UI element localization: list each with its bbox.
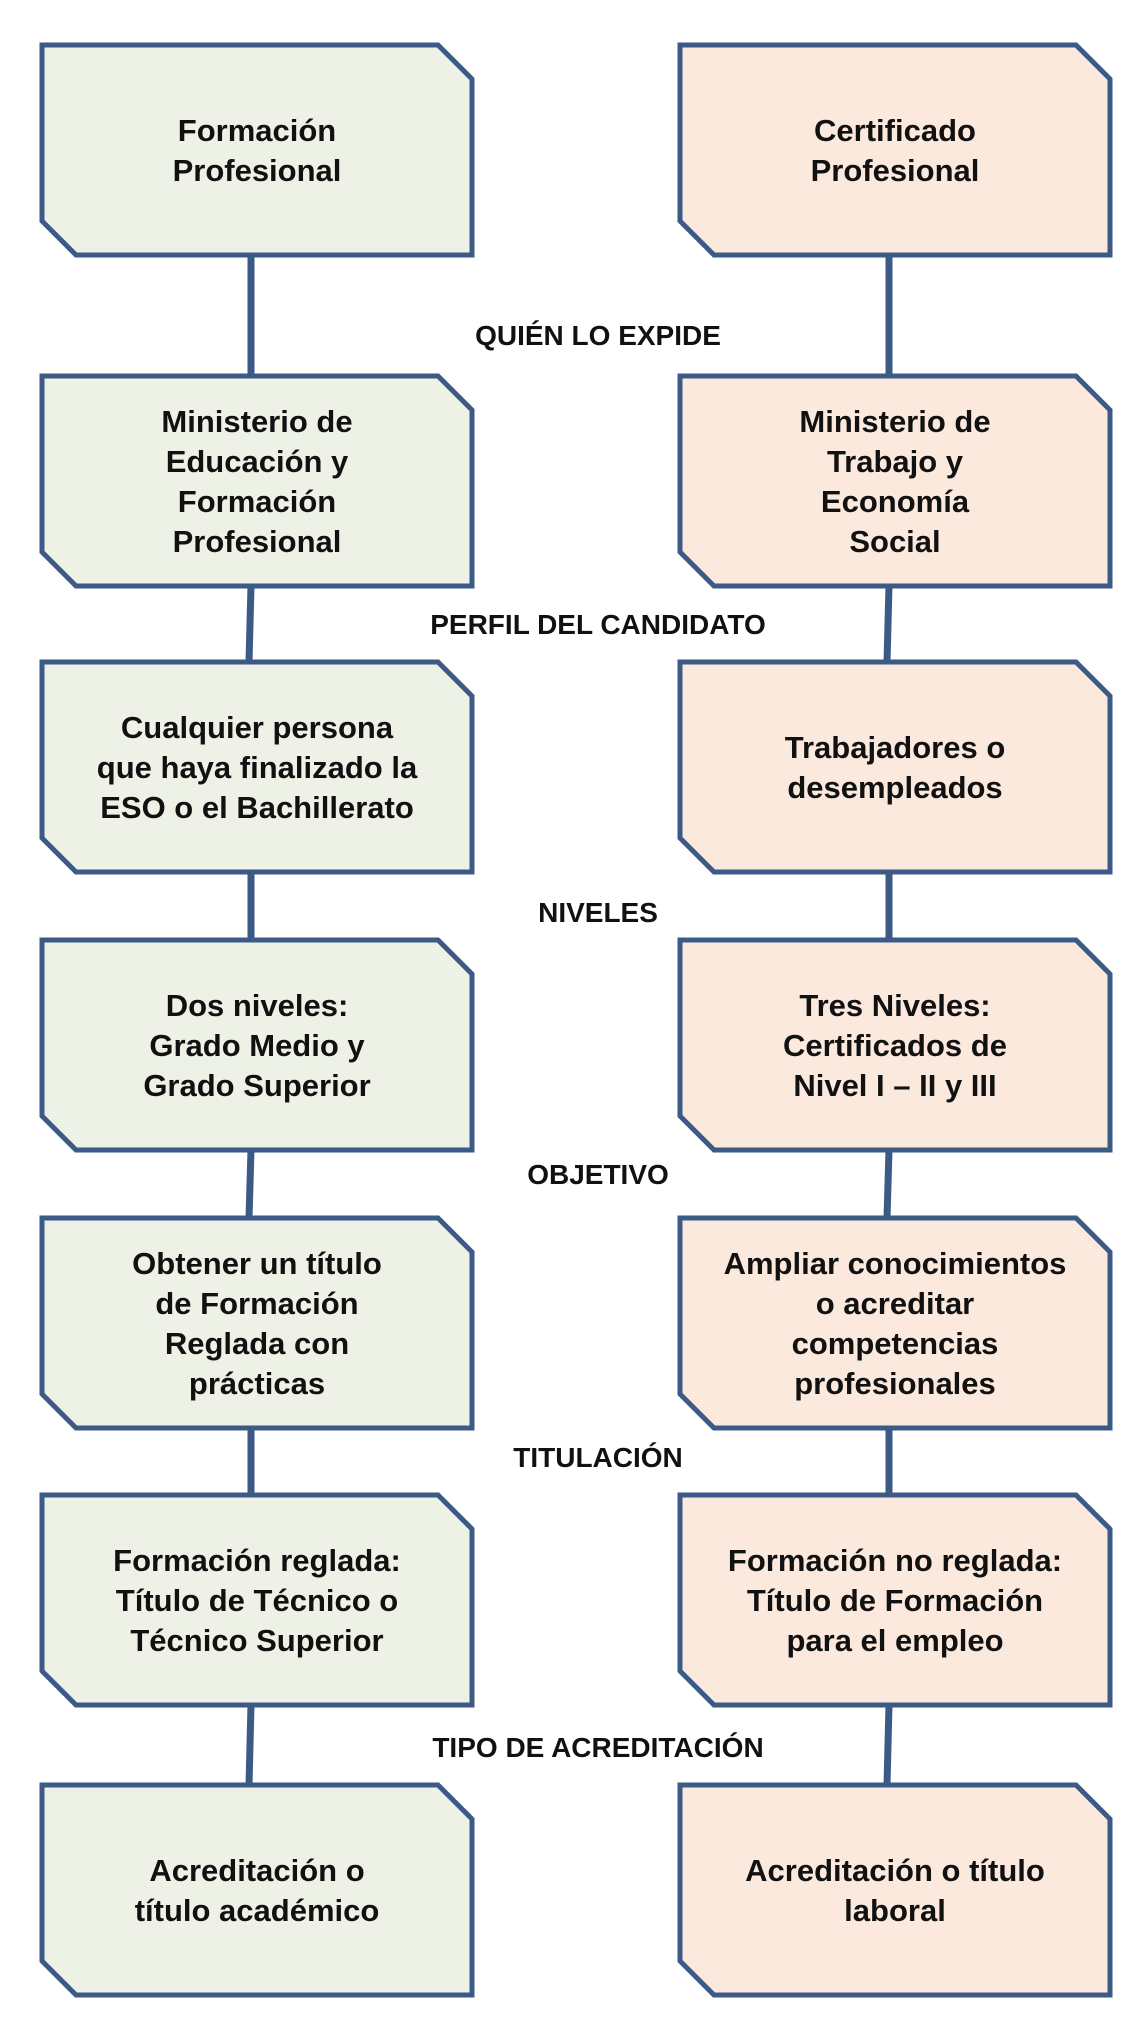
left-box-3: Cualquier persona que haya finalizado la E… — [39, 659, 475, 875]
left-box-2-line-2: Educación y — [166, 444, 349, 479]
left-box-6-line-3: Técnico Superior — [130, 1623, 383, 1658]
left-box-5-line-1: Obtener un título — [132, 1246, 382, 1281]
left-box-6: Formación reglada: Título de Técnico o Téc… — [39, 1492, 475, 1708]
left-box-3-line-3: ESO o el Bachillerato — [100, 790, 414, 825]
left-box-6-line-2: Título de Técnico o — [116, 1583, 398, 1618]
right-box-4-shape — [677, 937, 1113, 1153]
row-label-6: TIPO DE ACREDITACIÓN — [432, 1732, 763, 1763]
right-box-5-line-1: Ampliar conocimientos — [724, 1246, 1067, 1281]
right-box-5-line-3: competencias — [792, 1326, 999, 1361]
left-box-7-line-1: Acreditación o — [149, 1853, 364, 1888]
left-box-6-line-1: Formación reglada: — [113, 1543, 401, 1578]
right-box-7-line-2: laboral — [844, 1893, 946, 1928]
left-box-5-line-2: de Formación — [155, 1286, 358, 1321]
right-box-6: Formación no reglada: Título de Formación… — [677, 1492, 1113, 1708]
right-box-7-shape — [677, 1782, 1113, 1998]
left-box-4: Dos niveles: Grado Medio y Grado Superior — [39, 937, 475, 1153]
right-box-6-line-3: para el empleo — [786, 1623, 1003, 1658]
left-box-2: Ministerio de Educación y FormaciónProfesi… — [39, 373, 475, 589]
right-box-4: Tres Niveles: Certificados de Nivel I – II… — [677, 937, 1113, 1153]
left-box-2-line-3: Formación — [178, 484, 336, 519]
right-box-5-shape — [677, 1215, 1113, 1431]
right-box-4-line-1: Tres Niveles: — [799, 988, 990, 1023]
left-box-1-line-2: Profesional — [173, 153, 342, 188]
right-box-7: Acreditación o título laboral — [677, 1782, 1113, 1998]
connector-left-4 — [245, 1149, 255, 1219]
connector-left-2 — [245, 585, 255, 663]
left-box-7: Acreditación o título académico — [39, 1782, 475, 1998]
right-box-6-line-1: Formación no reglada: — [728, 1543, 1062, 1578]
connector-left-6 — [245, 1704, 255, 1786]
connector-right-2 — [883, 585, 893, 663]
right-box-2-line-2: Trabajo y — [827, 444, 964, 479]
right-box-7-line-1: Acreditación o título — [745, 1853, 1045, 1888]
right-box-5-line-4: profesionales — [794, 1366, 996, 1401]
left-box-7-line-2: título académico — [135, 1893, 380, 1928]
connector-right-4 — [883, 1149, 893, 1219]
left-box-5-line-3: Reglada con — [165, 1326, 349, 1361]
left-box-4-line-2: Grado Medio y — [149, 1028, 365, 1063]
right-box-2-shape — [677, 373, 1113, 589]
right-box-1-line-2: Profesional — [811, 153, 980, 188]
right-box-5: Ampliar conocimientos o acreditar competen… — [677, 1215, 1113, 1431]
left-box-5-shape — [39, 1215, 475, 1431]
right-box-3: Trabajadores o desempleados — [677, 659, 1113, 875]
row-label-5: TITULACIÓN — [513, 1442, 683, 1473]
right-box-3-line-1: Trabajadores o — [785, 730, 1006, 765]
right-box-4-line-3: Nivel I – II y III — [793, 1068, 996, 1103]
right-box-4-line-2: Certificados de — [783, 1028, 1007, 1063]
left-box-3-shape — [39, 659, 475, 875]
left-box-4-line-3: Grado Superior — [143, 1068, 370, 1103]
row-label-1: QUIÉN LO EXPIDE — [475, 320, 721, 351]
right-box-2-line-4: Social — [849, 524, 940, 559]
left-box-1-shape — [39, 42, 475, 258]
left-box-3-line-1: Cualquier persona — [121, 710, 394, 745]
row-label-4: OBJETIVO — [527, 1159, 669, 1190]
right-box-1-line-1: Certificado — [814, 113, 976, 148]
right-box-5-line-2: o acreditar — [816, 1286, 975, 1321]
row-label-2: PERFIL DEL CANDIDATO — [430, 609, 766, 640]
right-box-2-line-3: Economía — [821, 484, 970, 519]
connector-right-6 — [883, 1704, 893, 1786]
row-label-3: NIVELES — [538, 897, 658, 928]
left-box-2-shape — [39, 373, 475, 589]
right-box-1-shape — [677, 42, 1113, 258]
left-box-2-line-4: Profesional — [173, 524, 342, 559]
right-box-2-line-1: Ministerio de — [799, 404, 990, 439]
left-box-2-line-1: Ministerio de — [161, 404, 352, 439]
right-box-3-line-2: desempleados — [787, 770, 1002, 805]
left-box-4-shape — [39, 937, 475, 1153]
right-box-6-shape — [677, 1492, 1113, 1708]
right-box-3-shape — [677, 659, 1113, 875]
right-box-6-line-2: Título de Formación — [747, 1583, 1043, 1618]
left-box-3-line-2: que haya finalizado la — [97, 750, 418, 785]
left-box-1-line-1: Formación — [178, 113, 336, 148]
left-box-6-shape — [39, 1492, 475, 1708]
left-box-4-line-1: Dos niveles: — [166, 988, 349, 1023]
left-box-5-line-4: prácticas — [189, 1366, 325, 1401]
left-box-7-shape — [39, 1782, 475, 1998]
